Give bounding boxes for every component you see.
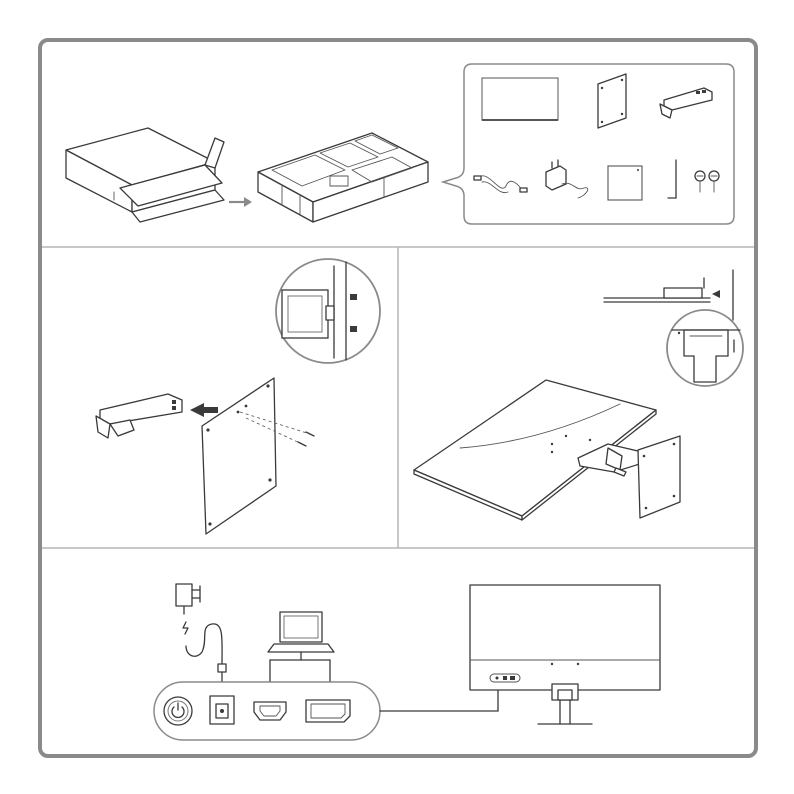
port-panel	[154, 682, 380, 740]
panel-attach-arm	[96, 259, 380, 534]
hdmi-port-icon	[254, 702, 286, 720]
laptop-icon	[266, 612, 334, 692]
document-icon	[608, 166, 642, 200]
stand-arm-icon	[96, 394, 182, 438]
panel-unpack	[66, 64, 734, 224]
monitor-back-icon	[202, 378, 276, 534]
panel-attach-base	[414, 270, 743, 520]
arrow-right-icon	[229, 197, 252, 207]
foam-tray-icon	[258, 133, 428, 222]
zoom-detail-icon	[276, 259, 380, 363]
power-button-icon	[164, 697, 192, 725]
box-open-icon	[66, 128, 224, 222]
monitor-panel-icon	[482, 78, 558, 120]
accessories-callout	[443, 64, 734, 224]
stand-base-icon	[598, 74, 626, 128]
stand-base-icon	[638, 436, 680, 518]
dc-port-icon	[210, 696, 234, 724]
displayport-icon	[306, 700, 350, 722]
panel-connect	[154, 584, 660, 740]
power-adapter-icon	[176, 584, 226, 692]
zoom-detail-icon	[667, 310, 743, 386]
arrow-left-icon	[190, 403, 218, 417]
